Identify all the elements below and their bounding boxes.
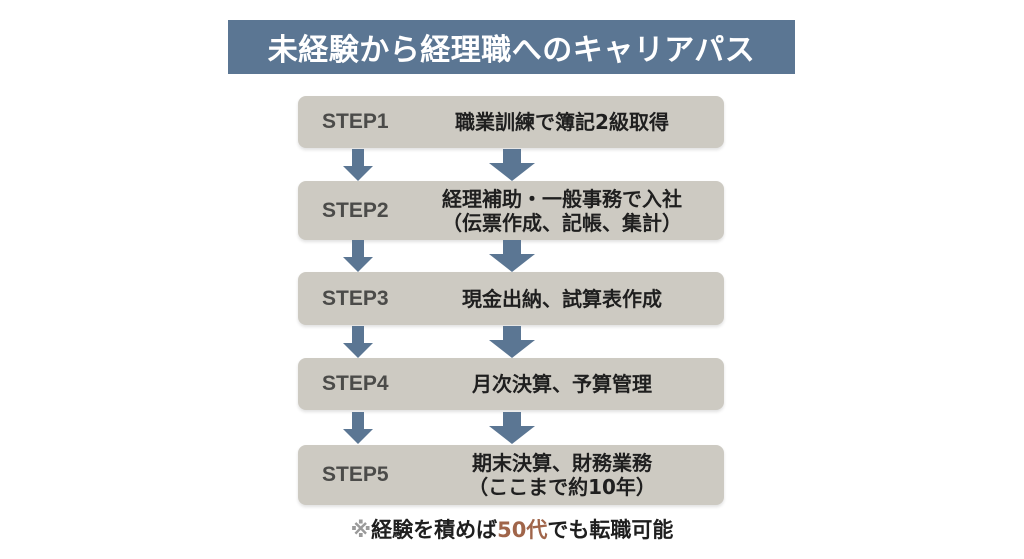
footnote: ※経験を積めば50代でも転職可能 (0, 514, 1024, 544)
step-4-label: STEP4 (322, 372, 389, 395)
step-1-box: STEP1 職業訓練で簿記2級取得 (298, 96, 724, 148)
reference-mark-icon: ※ (350, 518, 372, 542)
step-3-line-1: 現金出納、試算表作成 (462, 286, 662, 311)
step-5-line-2: （ここまで約10年） (468, 475, 656, 499)
step-3-label: STEP3 (322, 286, 389, 310)
arrow-down-icon (489, 412, 535, 444)
step-1-description: 職業訓練で簿記2級取得 (408, 96, 716, 148)
step-4-line-1: 月次決算、予算管理 (472, 372, 652, 396)
arrow-down-icon (343, 326, 373, 358)
step-1-label: STEP1 (322, 110, 389, 133)
step-2-description: 経理補助・一般事務で入社 （伝票作成、記帳、集計） (408, 181, 716, 240)
arrow-down-icon (489, 149, 535, 181)
footnote-text-after: でも転職可能 (547, 518, 674, 542)
step-2-box: STEP2 経理補助・一般事務で入社 （伝票作成、記帳、集計） (298, 181, 724, 240)
arrow-down-icon (489, 326, 535, 358)
step-4-description: 月次決算、予算管理 (408, 358, 716, 410)
arrow-down-icon (343, 149, 373, 181)
step-4-box: STEP4 月次決算、予算管理 (298, 358, 724, 410)
footnote-highlight: 50代 (497, 518, 548, 542)
step-3-box: STEP3 現金出納、試算表作成 (298, 272, 724, 325)
footnote-text-before: 経験を積めば (371, 518, 498, 542)
step-1-line-1: 職業訓練で簿記2級取得 (455, 110, 669, 134)
step-2-label: STEP2 (322, 198, 389, 222)
arrow-down-icon (489, 240, 535, 272)
arrow-down-icon (343, 412, 373, 444)
step-5-description: 期末決算、財務業務 （ここまで約10年） (408, 445, 716, 505)
step-5-box: STEP5 期末決算、財務業務 （ここまで約10年） (298, 445, 724, 505)
diagram-title: 未経験から経理職へのキャリアパス (228, 20, 795, 74)
arrow-down-icon (343, 240, 373, 272)
step-2-line-2: （伝票作成、記帳、集計） (442, 210, 682, 235)
step-5-label: STEP5 (322, 463, 389, 486)
step-5-line-1: 期末決算、財務業務 (472, 451, 652, 475)
step-3-description: 現金出納、試算表作成 (408, 272, 716, 325)
step-2-line-1: 経理補助・一般事務で入社 (442, 186, 682, 211)
